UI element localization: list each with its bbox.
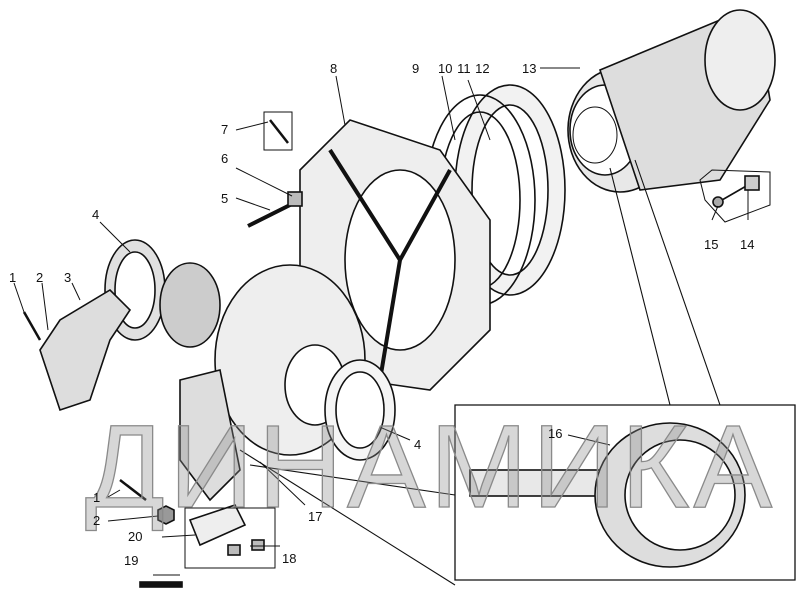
callout-4: 4	[92, 207, 100, 222]
callout-8: 8	[330, 61, 338, 76]
callout-4-lower: 4	[414, 437, 422, 452]
callout-5: 5	[221, 191, 229, 206]
differential-case	[159, 262, 396, 502]
callout-2-lower: 2	[93, 513, 101, 528]
callout-1: 1	[9, 270, 17, 285]
callout-16: 16	[548, 426, 563, 441]
callout-2: 2	[36, 270, 44, 285]
callout-18: 18	[282, 551, 297, 566]
callout-1-lower: 1	[93, 490, 101, 505]
lock-plate-group	[119, 479, 276, 588]
leader-lines	[13, 67, 749, 576]
callout-17: 17	[308, 509, 323, 524]
callout-9: 9	[412, 61, 420, 76]
callout-15: 15	[704, 237, 719, 252]
nut	[287, 191, 303, 207]
ring-gear-detail	[239, 159, 796, 586]
final-drive-housing	[567, 9, 776, 193]
callout-10-11-12: 10 11 12	[438, 61, 490, 76]
bearing-cap	[39, 288, 132, 412]
callout-19: 19	[124, 553, 139, 568]
callout-3: 3	[64, 270, 72, 285]
callout-6: 6	[221, 151, 229, 166]
cotter-pin-upper	[22, 311, 42, 341]
callout-7: 7	[221, 122, 229, 137]
callout-13: 13	[522, 61, 537, 76]
cotter-pin-frame	[263, 111, 293, 151]
callout-14: 14	[740, 237, 755, 252]
cotter-pin	[269, 119, 289, 144]
callout-20: 20	[128, 529, 143, 544]
